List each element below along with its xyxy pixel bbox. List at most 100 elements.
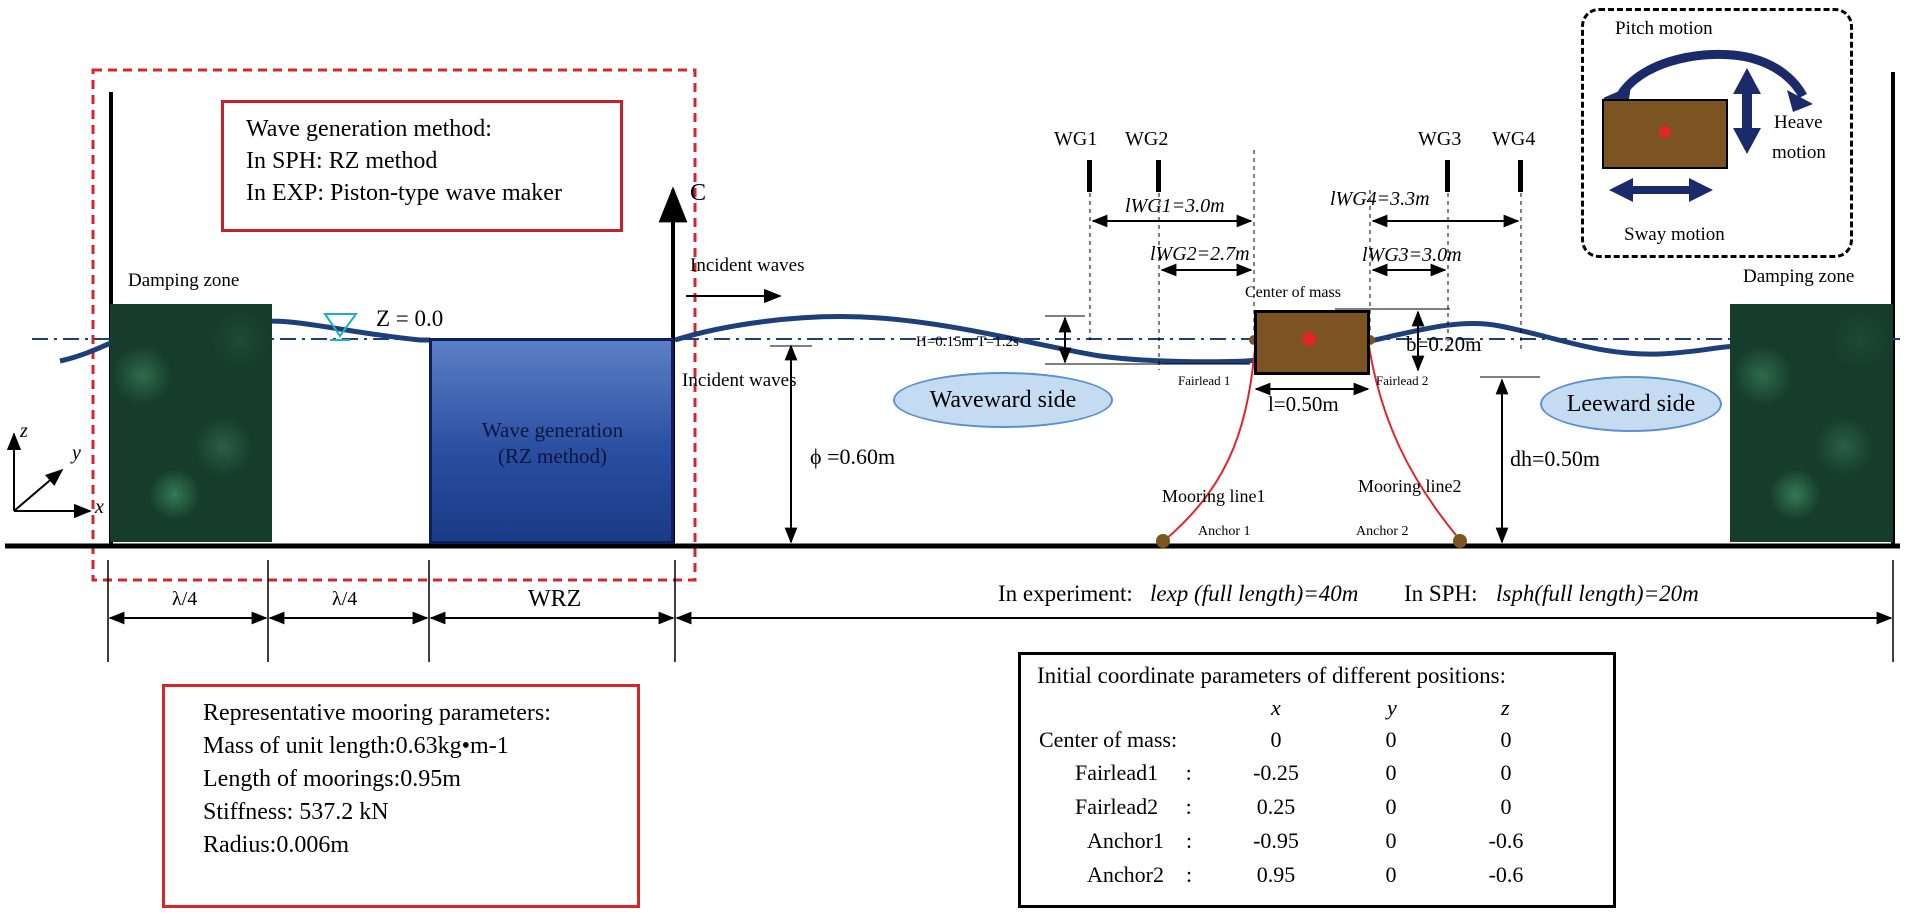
coord-row-4-z: -0.6 [1488, 862, 1524, 887]
coord-row-2-z: 0 [1500, 794, 1512, 819]
wg3-probe [1445, 160, 1450, 192]
mooring-line-1 [1164, 339, 1257, 541]
wg4-label: WG4 [1492, 128, 1536, 150]
wrz-label: WRZ [528, 586, 582, 612]
coord-row-3-label: Anchor1 : [1087, 828, 1193, 853]
heave-motion-label-1: Heave [1774, 112, 1823, 133]
c-label: C [690, 180, 707, 206]
anchor1-label: Anchor 1 [1198, 524, 1251, 539]
coord-header-y: y [1387, 695, 1397, 720]
anchor-1-point [1156, 534, 1170, 548]
coord-row-1-z: 0 [1500, 760, 1512, 785]
leeward-side-label: Leeward side [1540, 376, 1722, 432]
heave-arrow-icon [1733, 68, 1761, 154]
damping-zone-left-label: Damping zone [128, 270, 240, 291]
axis-y-arrow [13, 468, 64, 512]
lwg3-label: lWG3=3.0m [1362, 244, 1462, 266]
coord-row-1-label: Fairlead1 : [1075, 760, 1192, 785]
wave-generation-method-exp: In EXP: Piston-type wave maker [246, 180, 562, 206]
axis-y-label: y [72, 442, 81, 464]
waveward-side-label: Waveward side [893, 372, 1113, 428]
mooring-line-2 [1367, 339, 1461, 541]
sway-arrow-icon [1609, 178, 1713, 202]
coord-row-3-z: -0.6 [1488, 828, 1524, 853]
coord-row-0-label: Center of mass: [1039, 727, 1178, 752]
coord-row-2-x: 0.25 [1256, 794, 1296, 819]
coordinate-table-title: Initial coordinate parameters of differe… [1037, 663, 1507, 688]
mooring-params-length: Length of moorings:0.95m [203, 766, 461, 792]
mooring-params-stiffness: Stiffness: 537.2 kN [203, 799, 389, 825]
heave-motion-label-2: motion [1772, 142, 1826, 163]
mooring2-label: Mooring line2 [1358, 476, 1462, 496]
pitch-arrow-head-right [1787, 90, 1813, 112]
exp-length-prefix: In experiment: [998, 581, 1133, 606]
lwg2-label: lWG2=2.7m [1150, 243, 1250, 265]
pitch-arrow-icon [1615, 49, 1807, 101]
center-of-mass-dot [1302, 332, 1316, 346]
damping-zone-left [110, 304, 272, 542]
coord-row-1-x: -0.25 [1253, 760, 1299, 785]
body-length-label: l=0.50m [1268, 392, 1339, 416]
wave-generation-block [429, 338, 674, 544]
sway-motion-label: Sway motion [1624, 224, 1725, 245]
wg2-probe [1156, 160, 1161, 192]
exp-length-label: lexp (full length)=40m [1150, 581, 1359, 606]
mooring-params-title: Representative mooring parameters: [203, 700, 551, 726]
depth-label: ϕ =0.60m [810, 444, 896, 469]
wave-generation-method-box: Wave generation method: In SPH: RZ metho… [221, 100, 623, 232]
coord-row-4-y: 0 [1385, 862, 1397, 887]
sph-length-prefix: In SPH: [1404, 581, 1478, 606]
mooring-parameters-box: Representative mooring parameters: Mass … [162, 684, 640, 908]
wave-params-label: H=0.15m T=1.2s [916, 334, 1019, 350]
coord-row-2-label: Fairlead2 : [1075, 794, 1192, 819]
pitch-motion-label: Pitch motion [1615, 18, 1713, 39]
body-height-label: b=0.20m [1406, 332, 1482, 356]
wave-generation-label-2: (RZ method) [497, 444, 608, 468]
coord-row-4-x: 0.95 [1256, 862, 1296, 887]
coord-header-x: x [1271, 695, 1281, 720]
lambda2-label: λ/4 [332, 588, 358, 610]
mooring1-label: Mooring line1 [1162, 486, 1266, 506]
mooring-params-mass: Mass of unit length:0.63kg•m-1 [203, 733, 509, 759]
motion-arrows [1602, 49, 1813, 202]
coord-row-2-y: 0 [1385, 794, 1397, 819]
mooring-params-radius: Radius:0.006m [203, 832, 350, 858]
lwg4-label: lWG4=3.3m [1330, 188, 1430, 210]
anchor-2-point [1453, 534, 1467, 548]
coord-row-4-label: Anchor2 : [1087, 862, 1193, 887]
fairlead1-label: Fairlead 1 [1178, 373, 1231, 388]
wave-generation-label-1: Wave generation [481, 418, 624, 442]
fairlead2-label: Fairlead 2 [1376, 373, 1429, 388]
coordinate-table: Initial coordinate parameters of differe… [1018, 652, 1616, 908]
wg4-probe [1518, 160, 1523, 192]
coord-row-0-z: 0 [1500, 727, 1512, 752]
coord-row-3-x: -0.95 [1253, 828, 1299, 853]
z-zero-label: Z = 0.0 [376, 306, 444, 331]
wg1-label: WG1 [1054, 128, 1098, 150]
motion-body-dot [1659, 126, 1671, 138]
coord-row-1-y: 0 [1385, 760, 1397, 785]
sph-length-label: lsph(full length)=20m [1496, 581, 1699, 606]
lambda1-label: λ/4 [172, 588, 198, 610]
wave-generation-method-sph: In SPH: RZ method [246, 148, 438, 174]
lwg1-label: lWG1=3.0m [1125, 195, 1225, 217]
axis-x-label: x [95, 496, 104, 518]
coord-header-z: z [1501, 695, 1510, 720]
coord-row-0-x: 0 [1270, 727, 1282, 752]
wave-generation-method-title: Wave generation method: [246, 116, 492, 142]
coord-row-3-y: 0 [1385, 828, 1397, 853]
damping-zone-right-label: Damping zone [1743, 266, 1855, 287]
wg3-label: WG3 [1418, 128, 1462, 150]
incident-waves-mid-label: Incident waves [682, 370, 797, 391]
damping-zone-right [1730, 304, 1893, 542]
center-of-mass-label: Center of mass [1245, 284, 1341, 301]
wg1-probe [1087, 160, 1092, 192]
water-level-symbol [323, 313, 358, 338]
wg2-label: WG2 [1125, 128, 1169, 150]
coord-row-0-y: 0 [1385, 727, 1397, 752]
wave-generation-region-frame [91, 68, 697, 582]
dh-label: dh=0.50m [1510, 446, 1601, 471]
anchor2-label: Anchor 2 [1356, 524, 1409, 539]
incident-waves-top-label: Incident waves [690, 255, 805, 276]
axis-z-label: z [20, 420, 28, 442]
